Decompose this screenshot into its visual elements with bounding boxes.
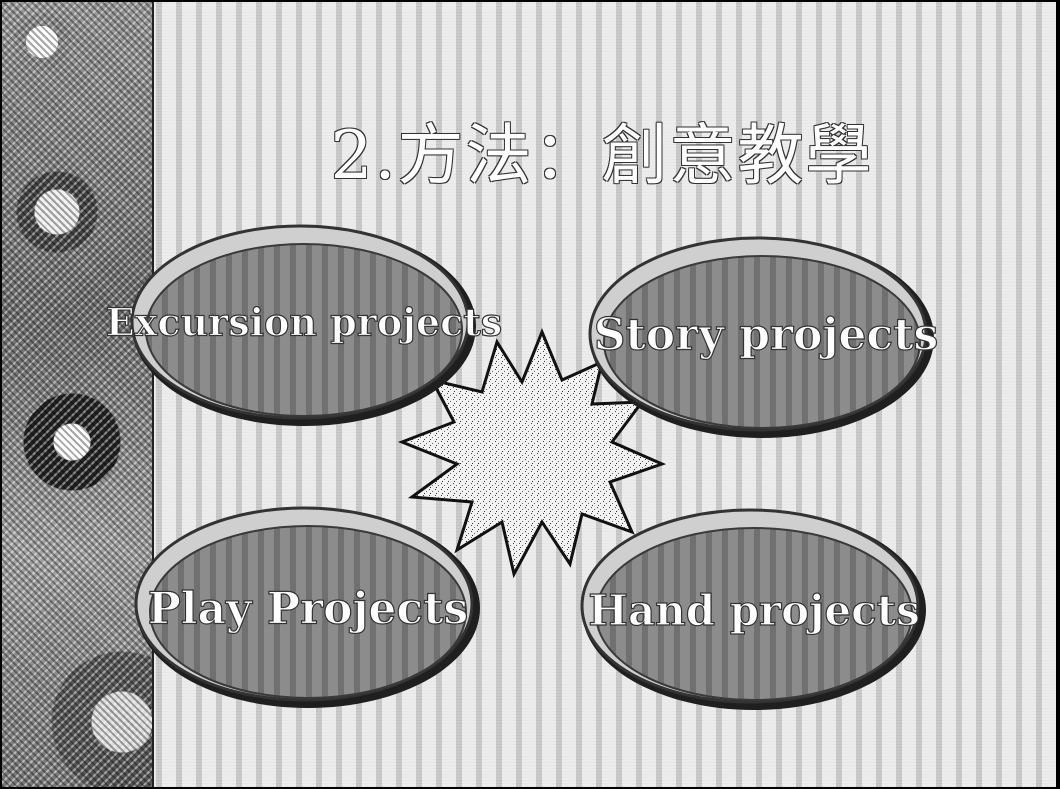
decorative-left-border: [2, 2, 154, 787]
node-play: Play Projects: [134, 506, 480, 708]
node-excursion: Excursion projects: [105, 224, 503, 426]
node-label-story: Story projects: [594, 310, 939, 361]
node-label-excursion: Excursion projects: [106, 300, 502, 345]
node-label-play: Play Projects: [148, 584, 469, 635]
node-story: Story projects: [588, 236, 939, 438]
node-hand: Hand projects: [580, 508, 926, 710]
node-label-hand: Hand projects: [588, 586, 919, 635]
slide-title: 2.方法：創意教學: [330, 117, 874, 194]
